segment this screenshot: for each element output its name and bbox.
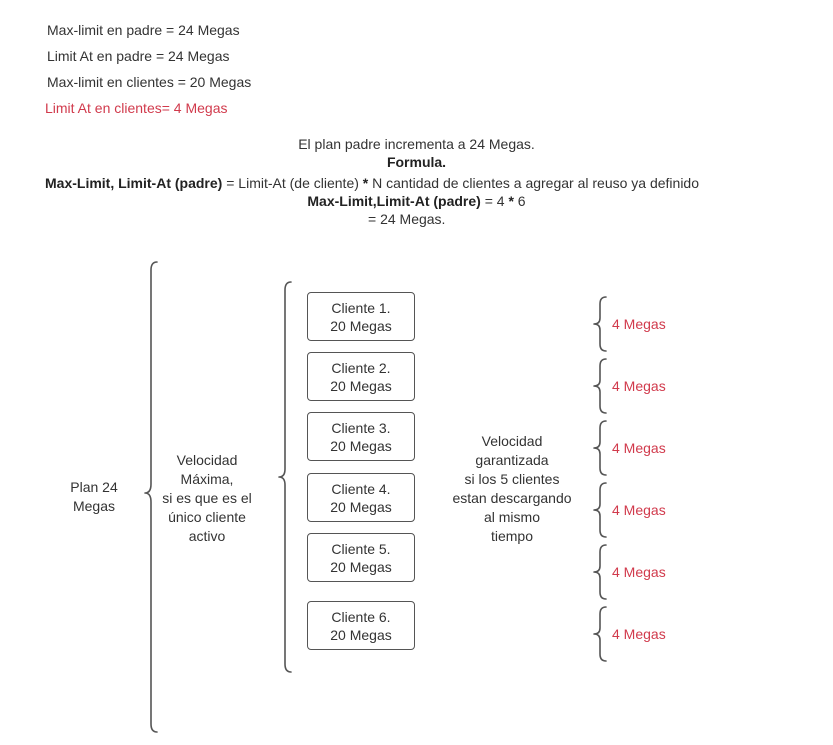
formula-intro: El plan padre incrementa a 24 Megas. — [298, 136, 535, 152]
small-brace-2 — [593, 358, 607, 414]
max-speed-line-5: activo — [188, 528, 226, 544]
guaranteed-line-6: tiempo — [490, 528, 534, 544]
formula-line-1: Max-Limit, Limit-At (padre) = Limit-At (… — [45, 174, 699, 192]
formula-line-1-rest: N cantidad de clientes a agregar al reus… — [368, 175, 699, 191]
guaranteed-line-1: Velocidad — [481, 433, 543, 449]
plan-label-line-1: Plan 24 — [70, 479, 118, 495]
formula-line-2-a: = 4 — [480, 193, 509, 209]
client-5-speed: 20 Megas — [330, 558, 392, 575]
client-4-speed: 20 Megas — [330, 498, 392, 515]
client-2-name: Cliente 2. — [331, 359, 391, 376]
plan-label-line-2: Megas — [72, 498, 116, 514]
middle-brace — [278, 281, 292, 673]
client-1-name: Cliente 1. — [331, 299, 391, 316]
guaranteed-value-3: 4 Megas — [612, 440, 666, 456]
formula-line-1-mid: = Limit-At (de cliente) — [222, 175, 363, 191]
small-brace-5 — [593, 544, 607, 600]
guaranteed-value-5: 4 Megas — [612, 564, 666, 580]
guaranteed-value-1: 4 Megas — [612, 316, 666, 332]
guaranteed-value-6: 4 Megas — [612, 626, 666, 642]
note-limit-at-padre: Limit At en padre = 24 Megas — [47, 48, 230, 64]
guaranteed-value-2: 4 Megas — [612, 378, 666, 394]
note-max-limit-padre: Max-limit en padre = 24 Megas — [47, 22, 240, 38]
formula-line-1-star: * — [362, 175, 369, 191]
formula-line-2-b: 6 — [513, 193, 526, 209]
note-limit-at-clientes: Limit At en clientes= 4 Megas — [45, 100, 228, 116]
guaranteed-value-4: 4 Megas — [612, 502, 666, 518]
guaranteed-speed-label: Velocidad garantizada si los 5 clientes … — [437, 432, 587, 546]
client-box-5: Cliente 5. 20 Megas — [307, 533, 415, 582]
client-box-6: Cliente 6. 20 Megas — [307, 601, 415, 650]
client-box-3: Cliente 3. 20 Megas — [307, 412, 415, 461]
client-box-2: Cliente 2. 20 Megas — [307, 352, 415, 401]
guaranteed-line-3: si los 5 clientes — [464, 471, 560, 487]
client-6-name: Cliente 6. — [331, 608, 391, 625]
small-brace-4 — [593, 482, 607, 538]
client-box-1: Cliente 1. 20 Megas — [307, 292, 415, 341]
note-max-limit-clientes: Max-limit en clientes = 20 Megas — [47, 74, 252, 90]
small-brace-3 — [593, 420, 607, 476]
plan-label: Plan 24 Megas — [55, 478, 133, 516]
client-4-name: Cliente 4. — [331, 480, 391, 497]
formula-line-2: Max-Limit,Limit-At (padre) = 4 * 6 — [0, 192, 833, 210]
client-6-speed: 20 Megas — [330, 626, 392, 643]
small-brace-1 — [593, 296, 607, 352]
max-speed-line-2: Máxima, — [180, 471, 234, 487]
formula-line-2-bold: Max-Limit,Limit-At (padre) — [307, 193, 481, 209]
formula-heading: Formula. — [386, 154, 447, 170]
client-3-name: Cliente 3. — [331, 419, 391, 436]
guaranteed-line-4: estan descargando — [452, 490, 572, 506]
formula-line-1-bold: Max-Limit, Limit-At (padre) — [45, 175, 223, 191]
formula-line-2-star: * — [508, 193, 514, 209]
client-2-speed: 20 Megas — [330, 377, 392, 394]
client-5-name: Cliente 5. — [331, 540, 391, 557]
max-speed-line-4: único cliente — [168, 509, 246, 525]
guaranteed-line-5: al mismo — [483, 509, 540, 525]
max-speed-line-1: Velocidad — [176, 452, 238, 468]
guaranteed-line-2: garantizada — [475, 452, 549, 468]
small-brace-6 — [593, 606, 607, 662]
client-3-speed: 20 Megas — [330, 437, 392, 454]
client-1-speed: 20 Megas — [330, 317, 392, 334]
formula-result: = 24 Megas. — [368, 211, 446, 227]
big-brace — [144, 261, 158, 733]
max-speed-line-3: si es que es el — [162, 490, 252, 506]
max-speed-label: Velocidad Máxima, si es que es el único … — [152, 451, 262, 546]
client-box-4: Cliente 4. 20 Megas — [307, 473, 415, 522]
